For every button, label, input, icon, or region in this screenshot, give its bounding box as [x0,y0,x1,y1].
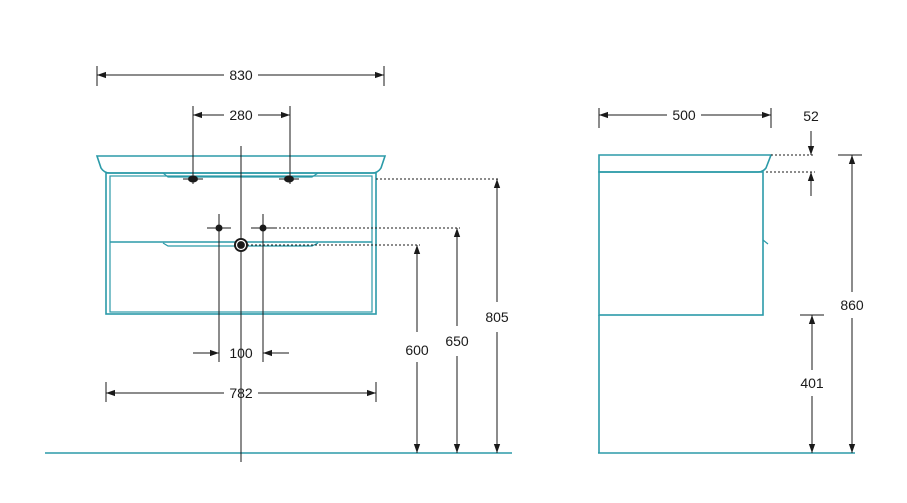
dim-cabinet-width: 782 [229,385,253,401]
dim-height-drain: 600 [405,342,429,358]
dim-height-bottom-drawer: 401 [800,375,824,391]
front-view: 830 280 100 782 600 650 805 [45,66,512,462]
basin-bowl-edge [162,172,319,178]
side-view: 500 52 860 401 [598,107,864,454]
drawer-handle-side [762,239,769,245]
dim-depth: 500 [672,107,696,123]
cabinet-side [598,171,764,316]
water-connection-left-icon [207,214,231,242]
dim-overall-width: 830 [229,67,253,83]
dim-overall-height: 860 [840,297,864,313]
tap-right-icon [279,175,299,183]
dim-height-fittings: 650 [445,333,469,349]
dim-height-top-fittings: 805 [485,309,509,325]
dim-top-thickness: 52 [803,108,819,124]
dim-tap-spacing: 280 [229,107,253,123]
drain-icon [234,238,248,252]
basin-top-side [598,154,773,173]
dim-drain-spacing: 100 [229,345,253,361]
